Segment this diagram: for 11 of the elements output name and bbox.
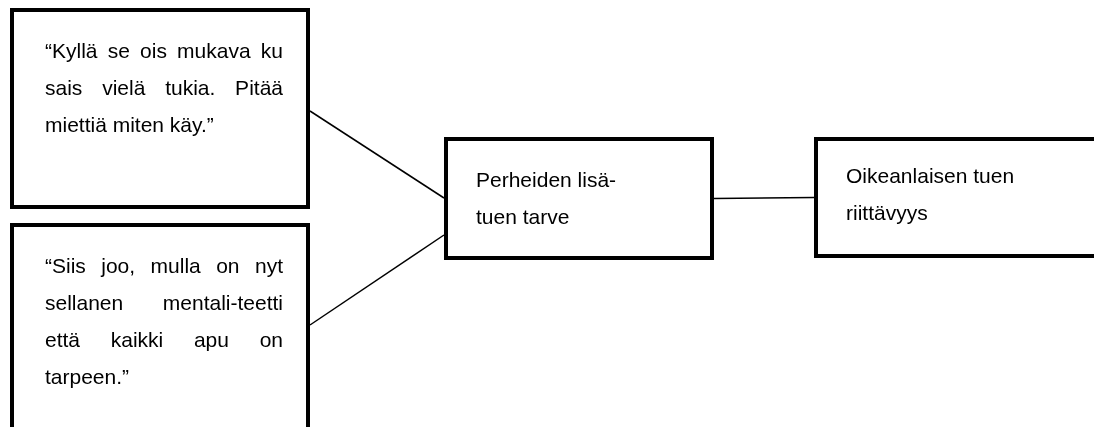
text-box (10, 8, 310, 209)
quote-text: “Siis joo, mulla on nyt sellanen mentali-teetti että kaikki apu on tarpeen.” (45, 253, 283, 390)
text-box (814, 137, 1094, 258)
text-box (10, 223, 310, 427)
quote-text: Oikeanlaisen tuen riittävyys (846, 163, 1016, 226)
text-box (444, 137, 714, 260)
connector-line (309, 110, 445, 199)
quote-text: “Kyllä se ois mukava ku sais vielä tukia. Pitää miettiä miten käy.” (45, 38, 283, 138)
connector-line (309, 234, 445, 326)
connector-line (713, 196, 815, 200)
quote-text: Perheiden lisä-tuen tarve (476, 167, 618, 230)
